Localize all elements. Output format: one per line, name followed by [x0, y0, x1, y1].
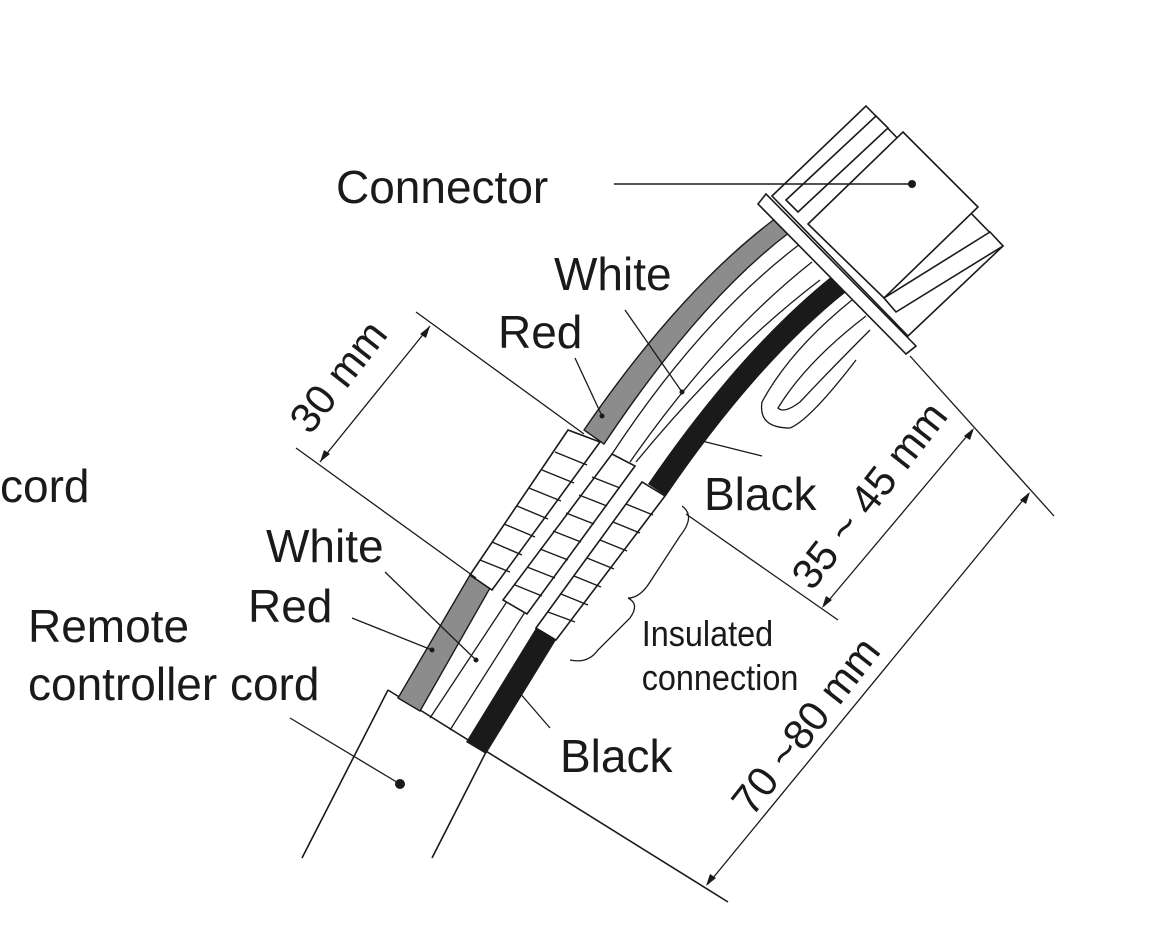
dim-70-80mm-label: 70 ~80 mm — [722, 628, 889, 823]
insulated-label-line1: Insulated — [642, 614, 773, 654]
black-top-label: Black — [704, 468, 817, 520]
red-wire-lower — [397, 574, 491, 712]
dimension-30mm — [295, 311, 585, 579]
insulated-sleeve-1 — [468, 429, 602, 592]
remote-label-line1: Remote — [28, 600, 189, 652]
remote-controller-cord-sheath — [301, 689, 729, 903]
connector-label: Connector — [336, 161, 548, 213]
black-wire-lower — [466, 628, 556, 754]
white-bottom-label: White — [266, 520, 384, 572]
white-wire-lower — [429, 599, 526, 731]
remote-label-line2: controller cord — [28, 658, 319, 710]
insulated-connection-bracket — [569, 505, 690, 662]
cord-label: cord — [0, 460, 89, 512]
wire-loop — [760, 299, 871, 429]
red-top-label: Red — [498, 306, 582, 358]
white-wire-upper — [611, 243, 821, 463]
connector — [614, 104, 1005, 356]
insulated-sleeve-3 — [534, 480, 667, 642]
dimension-35-45mm — [685, 355, 1055, 621]
insulated-sleeve-2 — [501, 452, 637, 616]
black-bottom-label: Black — [560, 730, 673, 782]
leader-lines — [289, 309, 763, 789]
dim-30mm-label: 30 mm — [280, 311, 396, 441]
dimension-70-80mm — [706, 492, 1030, 886]
white-top-label: White — [554, 248, 672, 300]
black-wire-upper — [648, 276, 846, 496]
red-bottom-label: Red — [248, 580, 332, 632]
insulated-label-line2: connection — [642, 658, 799, 698]
